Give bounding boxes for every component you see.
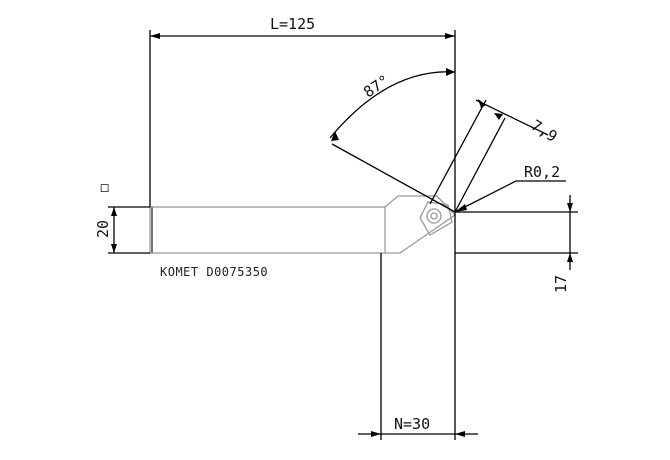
height-label: 20 (94, 220, 112, 238)
insert-arrow-right (494, 113, 503, 120)
insert-size-label: 7,9 (528, 116, 561, 146)
height-arrow-bottom (111, 244, 117, 253)
square-section-icon: □ (97, 184, 112, 192)
angle-arrow-right (446, 68, 455, 76)
arrowheads (111, 33, 573, 437)
offset-label: 17 (552, 275, 570, 293)
width-arrow-left (371, 431, 381, 437)
tool-shank (149, 206, 386, 254)
offset-arrow-bottom (567, 253, 573, 262)
dimension-lines (108, 30, 578, 440)
length-label: L=125 (270, 15, 315, 33)
radius-label: R0,2 (524, 163, 560, 181)
tool-head (384, 195, 456, 254)
angle-arc (329, 71, 456, 139)
length-arrow-left (150, 33, 160, 39)
offset-arrow-top (567, 203, 573, 212)
insert-screw (426, 208, 442, 224)
width-label: N=30 (394, 415, 430, 433)
angle-leg-line (331, 143, 456, 213)
insert-dimension-line (475, 99, 549, 136)
insert-screw-center (430, 212, 438, 220)
radius-leader (454, 180, 566, 213)
tool-designation: KOMET D0075350 (160, 265, 268, 279)
insert-extension-right (454, 117, 506, 213)
angle-label: 87° (360, 71, 393, 101)
tool-body (149, 195, 456, 254)
width-arrow-right (455, 431, 465, 437)
insert-extension-left (429, 99, 487, 205)
radius-arrow (455, 204, 467, 212)
insert-arrow-left (478, 99, 486, 108)
insert-pocket (419, 201, 453, 236)
length-arrow-right (445, 33, 455, 39)
height-arrow-top (111, 207, 117, 216)
angle-arrow-left (331, 131, 339, 141)
